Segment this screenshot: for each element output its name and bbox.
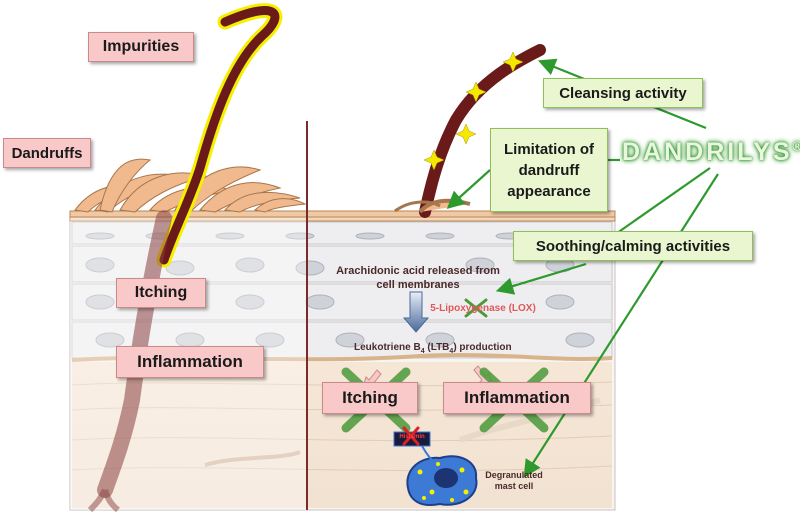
- ltb4-mid: (LTB: [424, 342, 450, 353]
- histamin-cross-icon: [402, 426, 420, 446]
- cleansing-activity-label: Cleansing activity: [543, 78, 703, 108]
- mast-cell-text: Degranulated mast cell: [485, 470, 543, 491]
- ltb4-suffix: ) production: [453, 342, 512, 353]
- inflammation-label-left: Inflammation: [116, 346, 264, 378]
- soothing-activities-label: Soothing/calming activities: [513, 231, 753, 261]
- dandruffs-label: Dandruffs: [3, 138, 91, 168]
- left-hair: [87, 3, 283, 513]
- dandrilys-logo: DANDRILYS®: [622, 138, 800, 167]
- impurities-label: Impurities: [88, 32, 194, 62]
- brand-mark: ®: [793, 139, 800, 154]
- inflammation-label-right: Inflammation: [443, 382, 591, 414]
- ltb4-sub-1: 4: [420, 348, 425, 355]
- process-arrow: [402, 291, 430, 333]
- histamin-text: Histamin: [399, 434, 425, 440]
- ltb4-sub-2: 4: [449, 348, 454, 355]
- mast-cell: [406, 455, 478, 506]
- lox-text: 5-Lipoxygenase (LOX): [430, 303, 536, 314]
- itching-label-right: Itching: [322, 382, 418, 414]
- ltb4-text: Leukotriene B4 (LTB4) production: [354, 342, 574, 355]
- dandruff-limitation-label: Limitation of dandruff appearance: [490, 128, 608, 212]
- cell-nuclei: [85, 232, 595, 348]
- dandruff-flakes: [74, 158, 307, 213]
- ltb4-prefix: Leukotriene B: [354, 342, 421, 353]
- brand-name: DANDRILYS: [622, 138, 793, 166]
- star-icon: [423, 51, 524, 171]
- arachidonic-text: Arachidonic acid released from cell memb…: [336, 265, 500, 291]
- lox-cross-icon: [464, 298, 488, 318]
- itching-label-left: Itching: [116, 278, 206, 308]
